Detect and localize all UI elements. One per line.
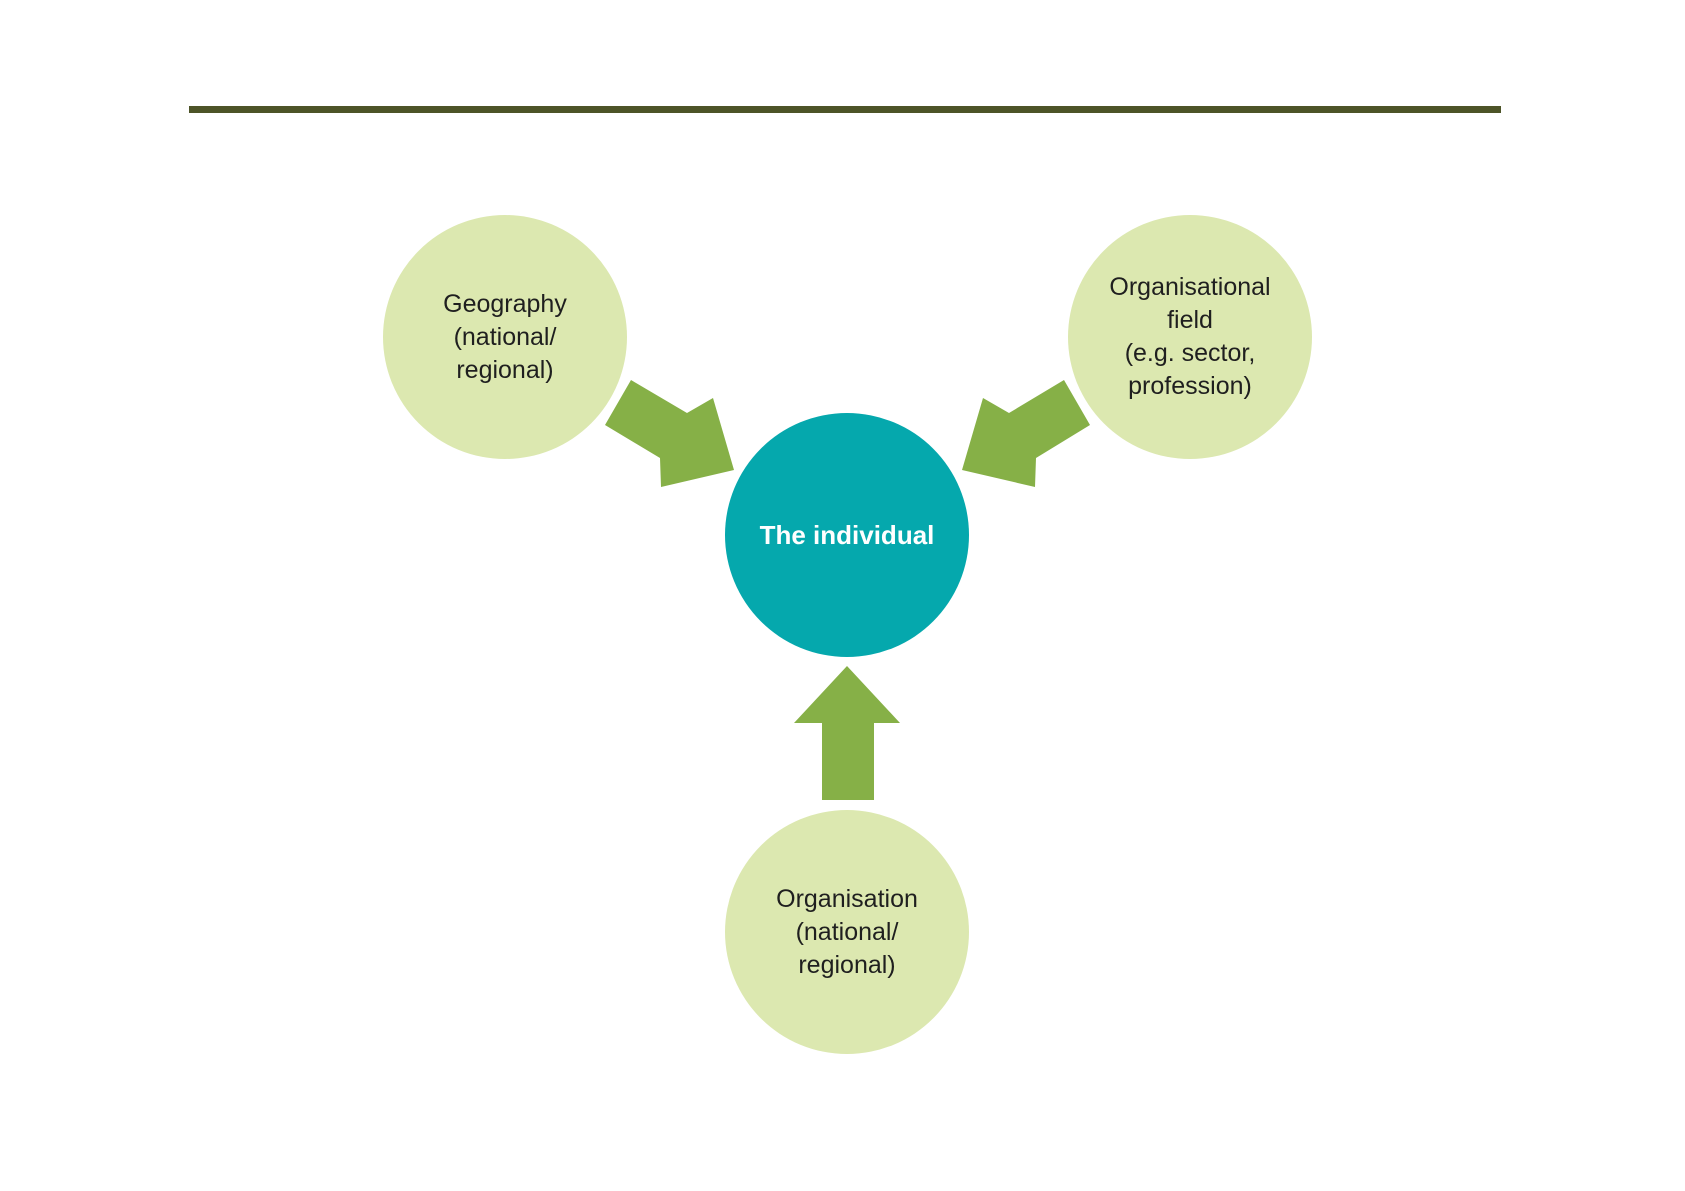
organisation-node: Organisation (national/ regional) <box>725 810 969 1054</box>
arrow-field-to-individual <box>962 380 1090 487</box>
geography-label: Geography (national/ regional) <box>427 288 583 387</box>
individual-label: The individual <box>744 520 951 551</box>
organisational-field-node: Organisational field (e.g. sector, profe… <box>1068 215 1312 459</box>
organisation-label: Organisation (national/ regional) <box>760 883 934 982</box>
geography-node: Geography (national/ regional) <box>383 215 627 459</box>
organisational-field-label: Organisational field (e.g. sector, profe… <box>1093 271 1286 403</box>
arrow-organisation-to-individual <box>794 666 900 800</box>
individual-node: The individual <box>725 413 969 657</box>
arrow-geography-to-individual <box>605 380 734 487</box>
